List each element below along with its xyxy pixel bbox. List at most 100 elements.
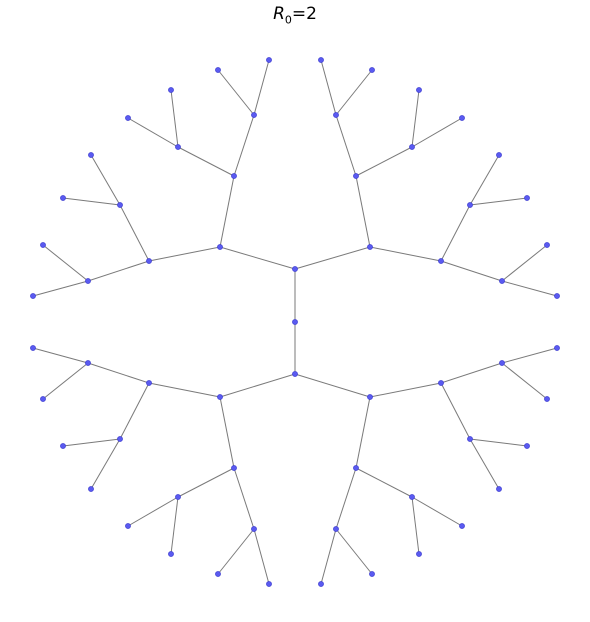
tree-node <box>85 360 91 366</box>
tree-edge <box>219 396 235 469</box>
tree-edge <box>369 246 442 262</box>
tree-node <box>333 526 339 532</box>
figure-title: R0=2 <box>0 4 590 26</box>
tree-edge <box>335 114 357 177</box>
tree-edge <box>469 438 500 490</box>
tree-edge <box>320 528 337 585</box>
tree-edge <box>87 260 150 282</box>
tree-node <box>459 115 465 121</box>
tree-edge <box>148 246 221 262</box>
tree-edge <box>253 528 270 585</box>
tree-node <box>438 380 444 386</box>
tree-edge <box>32 280 89 297</box>
title-subscript: 0 <box>284 13 292 27</box>
tree-node <box>367 244 373 250</box>
tree-edge <box>440 362 503 384</box>
tree-node <box>266 581 272 587</box>
tree-edge <box>127 117 179 148</box>
tree-node <box>416 87 422 93</box>
tree-node <box>40 242 46 248</box>
tree-edge <box>170 89 179 148</box>
tree-edge <box>233 467 255 530</box>
tree-node <box>467 436 473 442</box>
tree-node <box>318 57 324 63</box>
tree-node <box>60 443 66 449</box>
tree-edge <box>294 373 371 398</box>
tree-node <box>544 396 550 402</box>
tree-node <box>231 173 237 179</box>
tree-edge <box>217 528 255 575</box>
tree-node <box>544 242 550 248</box>
tree-edge <box>335 69 373 116</box>
title-rest: =2 <box>291 4 317 24</box>
tree-node <box>409 144 415 150</box>
tree-node <box>146 258 152 264</box>
tree-edge <box>148 382 221 398</box>
tree-edge <box>119 204 150 262</box>
tree-edge <box>42 362 89 400</box>
tree-edge <box>177 146 235 177</box>
tree-edge <box>355 396 371 469</box>
tree-node <box>175 494 181 500</box>
tree-node <box>292 371 298 377</box>
tree-edge <box>440 382 471 440</box>
tree-edge <box>440 260 503 282</box>
tree-edge <box>219 246 296 270</box>
tree-node <box>117 202 123 208</box>
tree-node <box>40 396 46 402</box>
tree-edge <box>501 362 548 400</box>
tree-edge <box>355 146 413 177</box>
tree-node <box>231 465 237 471</box>
tree-node <box>496 486 502 492</box>
tree-node <box>499 360 505 366</box>
tree-edge <box>87 362 150 384</box>
tree-edge <box>219 373 296 398</box>
tree-node <box>146 380 152 386</box>
tree-edge <box>440 204 471 262</box>
tree-node <box>496 152 502 158</box>
tree-node <box>60 195 66 201</box>
tree-edge <box>127 496 179 527</box>
tree-node <box>266 57 272 63</box>
tree-edge <box>177 467 235 498</box>
tree-node <box>353 173 359 179</box>
tree-edge <box>411 89 420 148</box>
tree-edge <box>90 438 121 490</box>
tree-node <box>30 293 36 299</box>
tree-node <box>88 152 94 158</box>
tree-node <box>85 278 91 284</box>
tree-node <box>251 112 257 118</box>
tree-edge <box>217 69 255 116</box>
tree-edge <box>469 438 528 447</box>
tree-edge <box>469 154 500 206</box>
tree-edge <box>411 496 463 527</box>
tree-node <box>499 278 505 284</box>
tree-edge <box>411 117 463 148</box>
tree-edge <box>253 59 270 116</box>
tree-node <box>217 244 223 250</box>
tree-edge <box>320 59 337 116</box>
tree-node <box>459 523 465 529</box>
tree-node <box>215 67 221 73</box>
tree-node <box>554 293 560 299</box>
tree-edge <box>335 528 373 575</box>
tree-node <box>369 571 375 577</box>
tree-node <box>353 465 359 471</box>
tree-node <box>467 202 473 208</box>
tree-node <box>292 266 298 272</box>
tree-edge <box>90 154 121 206</box>
tree-node <box>30 345 36 351</box>
tree-node <box>251 526 257 532</box>
tree-edge <box>32 347 89 364</box>
tree-edge <box>42 244 89 282</box>
tree-node <box>318 581 324 587</box>
tree-node <box>409 494 415 500</box>
tree-edge <box>119 382 150 440</box>
tree-node <box>168 551 174 557</box>
tree-node <box>217 394 223 400</box>
tree-edge <box>501 244 548 282</box>
edges-group <box>32 59 558 585</box>
tree-node <box>524 443 530 449</box>
tree-edge <box>411 496 420 555</box>
tree-node <box>125 523 131 529</box>
